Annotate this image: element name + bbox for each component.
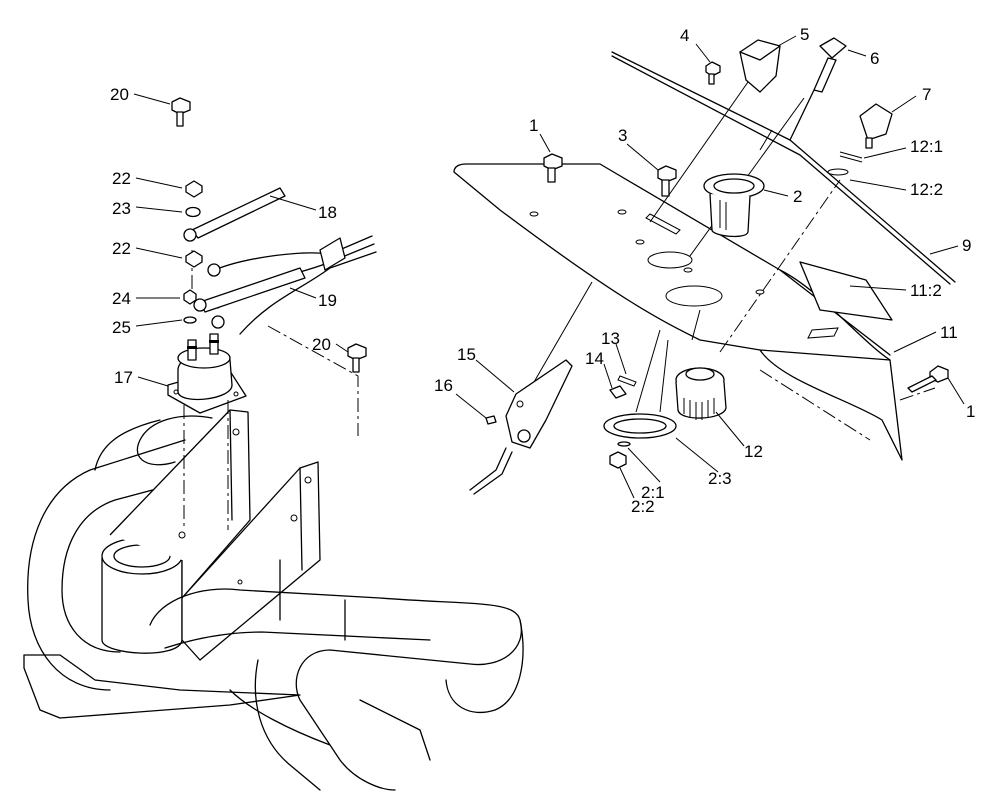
callout-22-lower: 22 [112, 239, 131, 258]
solenoid-assembly [167, 333, 247, 530]
callout-5: 5 [800, 25, 809, 44]
callout-16: 16 [434, 376, 453, 395]
callout-19: 19 [318, 291, 337, 310]
callout-1-left: 1 [529, 116, 538, 135]
callout-11: 11 [940, 323, 958, 342]
callout-20-top: 20 [110, 85, 129, 104]
callout-11-2: 11:2 [910, 281, 942, 300]
callout-3: 3 [618, 126, 627, 145]
callout-25: 25 [112, 318, 131, 337]
callout-15: 15 [457, 345, 476, 364]
callout-20-lower: 20 [312, 335, 331, 354]
callout-12-2: 12:2 [910, 180, 943, 199]
callout-2-1: 2:1 [641, 483, 665, 502]
callout-2: 2 [793, 187, 802, 206]
battery-cables [171, 97, 377, 436]
callout-4: 4 [680, 26, 689, 45]
callout-17: 17 [114, 368, 133, 387]
callout-22-top: 22 [112, 169, 131, 188]
callout-2-2: 2:2 [631, 497, 655, 516]
callout-12: 12 [744, 442, 763, 461]
leader-lines [133, 35, 965, 499]
callout-6: 6 [870, 49, 879, 68]
callout-9: 9 [962, 236, 971, 255]
callout-7: 7 [922, 85, 931, 104]
callout-1-right: 1 [966, 402, 975, 421]
callout-24: 24 [112, 289, 131, 308]
callout-23: 23 [112, 199, 131, 218]
callout-14: 14 [585, 349, 604, 368]
callout-12-1: 12:1 [910, 137, 943, 156]
dash-panel-group [453, 37, 956, 495]
callout-labels: 20 22 23 18 22 24 19 25 20 17 1 3 4 5 6 … [110, 25, 975, 516]
chassis-frame [23, 409, 524, 791]
callout-2-3: 2:3 [708, 469, 732, 488]
callout-18: 18 [318, 203, 337, 222]
callout-13: 13 [601, 329, 620, 348]
